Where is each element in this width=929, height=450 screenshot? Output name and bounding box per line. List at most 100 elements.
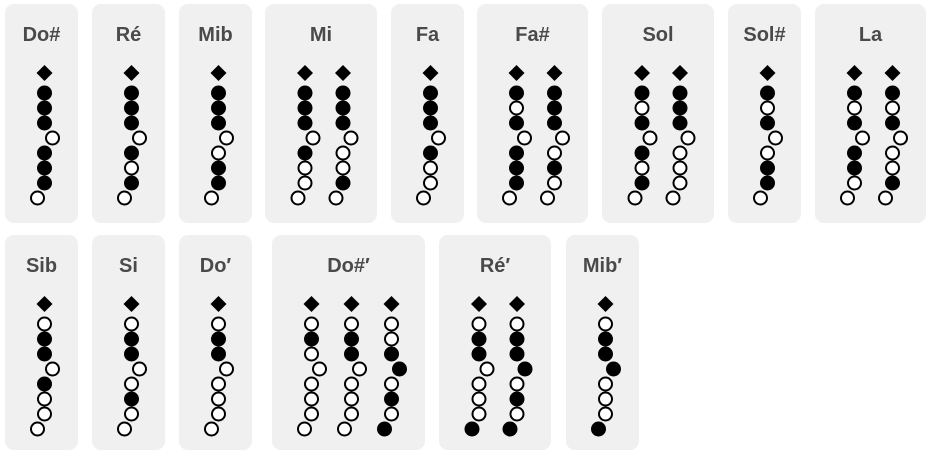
closed-hole — [211, 160, 226, 176]
closed-hole — [297, 85, 313, 101]
fingering-diagrams — [502, 65, 570, 206]
open-hole — [672, 175, 688, 191]
open-hole — [297, 160, 313, 176]
closed-hole — [509, 160, 524, 176]
fingering-column — [627, 65, 658, 206]
open-hole — [344, 376, 359, 392]
open-hole — [855, 130, 870, 146]
open-hole — [384, 316, 399, 332]
closed-hole — [847, 145, 862, 161]
closed-hole — [335, 175, 351, 191]
open-hole — [343, 130, 359, 146]
open-hole — [45, 130, 60, 146]
note-card: Ré — [92, 4, 165, 223]
closed-hole — [760, 85, 775, 101]
open-hole — [431, 130, 446, 146]
closed-hole — [885, 115, 900, 131]
closed-hole — [423, 100, 438, 116]
open-hole — [517, 130, 532, 146]
closed-hole — [304, 331, 319, 347]
open-hole — [509, 100, 524, 116]
note-card: Do′ — [179, 235, 252, 450]
closed-hole — [847, 115, 862, 131]
fingering-column — [878, 65, 908, 206]
open-hole — [878, 190, 893, 206]
open-hole — [760, 145, 775, 161]
note-label: Do′ — [199, 255, 232, 277]
closed-hole — [591, 421, 606, 437]
thumb-hole-diamond — [123, 65, 140, 81]
thumb-hole-diamond — [509, 296, 525, 312]
open-hole — [471, 406, 487, 422]
open-hole — [37, 316, 52, 332]
closed-hole — [384, 391, 399, 407]
fingering-column — [540, 65, 570, 206]
fingering-diagrams — [30, 296, 60, 437]
open-hole — [598, 406, 613, 422]
open-hole — [30, 421, 45, 437]
note-label: La — [858, 24, 883, 46]
fingering-column — [290, 65, 321, 206]
closed-hole — [37, 346, 52, 362]
closed-hole — [547, 160, 562, 176]
open-hole — [117, 421, 132, 437]
closed-hole — [335, 115, 351, 131]
open-hole — [540, 190, 555, 206]
open-hole — [471, 376, 487, 392]
open-hole — [211, 406, 226, 422]
note-card: Fa# — [477, 4, 588, 223]
open-hole — [124, 406, 139, 422]
note-card: La — [815, 4, 926, 223]
closed-hole — [124, 175, 139, 191]
closed-hole — [124, 100, 139, 116]
closed-hole — [37, 331, 52, 347]
open-hole — [547, 175, 562, 191]
thumb-hole-diamond — [597, 296, 614, 312]
fingering-column — [30, 65, 60, 206]
note-label: Fa — [415, 24, 440, 46]
thumb-hole-diamond — [508, 65, 525, 81]
fingering-diagrams — [204, 65, 234, 206]
open-hole — [335, 145, 351, 161]
fingering-diagrams — [117, 65, 147, 206]
open-hole — [665, 190, 681, 206]
open-hole — [471, 316, 487, 332]
open-hole — [132, 361, 147, 377]
open-hole — [297, 175, 313, 191]
closed-hole — [509, 115, 524, 131]
note-label: Ré — [115, 24, 142, 46]
closed-hole — [509, 175, 524, 191]
note-card: Sol# — [728, 4, 801, 223]
closed-hole — [464, 421, 480, 437]
thumb-hole-diamond — [335, 65, 351, 81]
fingering-diagrams — [416, 65, 446, 206]
open-hole — [297, 421, 312, 437]
closed-hole — [37, 376, 52, 392]
open-hole — [840, 190, 855, 206]
closed-hole — [335, 85, 351, 101]
thumb-hole-diamond — [846, 65, 863, 81]
note-label: Mib′ — [582, 255, 623, 277]
fingering-diagrams — [297, 296, 407, 437]
fingering-column — [117, 65, 147, 206]
closed-hole — [37, 160, 52, 176]
closed-hole — [297, 145, 313, 161]
note-card: Fa — [391, 4, 464, 223]
open-hole — [502, 190, 517, 206]
fingering-diagrams — [204, 296, 234, 437]
open-hole — [30, 190, 45, 206]
closed-hole — [37, 115, 52, 131]
open-hole — [335, 160, 351, 176]
thumb-hole-diamond — [471, 296, 487, 312]
fingering-column — [591, 296, 621, 437]
note-card: Mi — [265, 4, 377, 223]
open-hole — [37, 406, 52, 422]
closed-hole — [124, 145, 139, 161]
closed-hole — [297, 100, 313, 116]
open-hole — [328, 190, 344, 206]
closed-hole — [547, 115, 562, 131]
closed-hole — [517, 361, 533, 377]
open-hole — [344, 406, 359, 422]
open-hole — [305, 130, 321, 146]
open-hole — [124, 316, 139, 332]
